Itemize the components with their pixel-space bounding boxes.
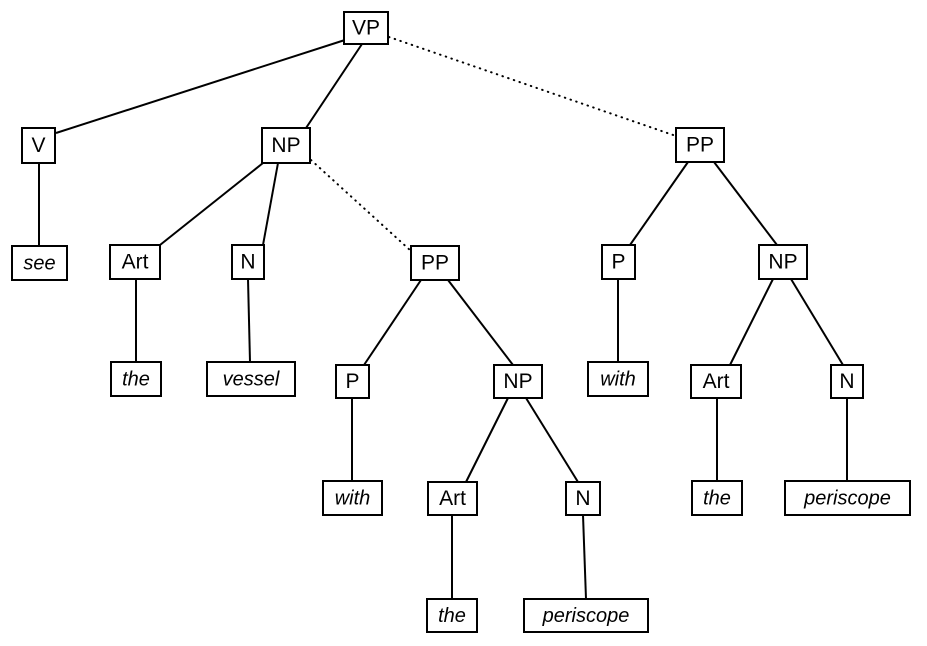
- category-node-p_mid: P: [335, 364, 370, 399]
- node-label-with_m: with: [335, 487, 371, 509]
- node-box-n_mid: [565, 481, 601, 516]
- node-label-np_mid: NP: [503, 370, 532, 393]
- leaf-node-see: see: [11, 245, 68, 281]
- node-label-v: V: [31, 134, 45, 157]
- node-box-p_right: [601, 244, 636, 280]
- node-box-pp_mid: [410, 245, 460, 281]
- node-box-peri_r: [784, 480, 911, 516]
- node-label-np_right: NP: [768, 251, 797, 274]
- tree-edge-np_mid-to-n_mid: [525, 397, 579, 483]
- tree-edge-vp-to-pp_right: [388, 36, 677, 137]
- category-node-np_right: NP: [758, 244, 808, 280]
- category-node-art_mid: Art: [427, 481, 478, 516]
- tree-edge-np1-to-art1: [159, 162, 264, 246]
- node-box-n1: [231, 244, 265, 280]
- node-label-pp_mid: PP: [421, 252, 449, 275]
- tree-edge-np_right-to-n_right: [790, 278, 844, 366]
- node-label-n1: N: [240, 251, 255, 274]
- node-label-peri_r: periscope: [803, 487, 891, 509]
- node-label-p_right: P: [611, 251, 625, 274]
- tree-edge-vp-to-np1: [305, 43, 363, 129]
- category-node-art_right: Art: [690, 364, 742, 399]
- node-box-vp: [343, 11, 389, 45]
- node-label-art1: Art: [122, 251, 149, 274]
- node-label-see: see: [23, 252, 55, 274]
- node-box-the_m: [426, 598, 478, 633]
- node-label-art_right: Art: [703, 370, 730, 393]
- node-box-np_mid: [493, 364, 543, 399]
- leaf-node-with_m: with: [322, 480, 383, 516]
- node-box-p_mid: [335, 364, 370, 399]
- node-box-the_r: [691, 480, 743, 516]
- node-label-pp_right: PP: [686, 134, 714, 157]
- node-box-with_m: [322, 480, 383, 516]
- node-label-n_right: N: [839, 370, 854, 393]
- category-node-np1: NP: [261, 127, 311, 164]
- category-node-pp_right: PP: [675, 127, 725, 163]
- node-box-the1: [110, 361, 162, 397]
- category-node-p_right: P: [601, 244, 636, 280]
- tree-edge-pp_mid-to-np_mid: [447, 279, 514, 366]
- category-node-n_right: N: [830, 364, 864, 399]
- category-node-pp_mid: PP: [410, 245, 460, 281]
- category-node-n1: N: [231, 244, 265, 280]
- node-box-np_right: [758, 244, 808, 280]
- node-label-vp: VP: [352, 17, 380, 40]
- leaf-node-with_r: with: [587, 361, 649, 397]
- node-label-the_r: the: [703, 487, 731, 509]
- node-box-n_right: [830, 364, 864, 399]
- node-label-vessel: vessel: [223, 368, 280, 390]
- tree-edge-np_right-to-art_right: [729, 278, 774, 366]
- tree-edge-n_mid-to-peri_m: [582, 514, 587, 600]
- category-node-n_mid: N: [565, 481, 601, 516]
- node-label-np1: NP: [271, 134, 300, 157]
- node-box-see: [11, 245, 68, 281]
- node-label-p_mid: P: [345, 370, 359, 393]
- node-box-peri_m: [523, 598, 649, 633]
- tree-edge-pp_mid-to-p_mid: [363, 279, 422, 366]
- node-label-peri_m: periscope: [542, 605, 630, 627]
- node-label-art_mid: Art: [439, 487, 466, 510]
- tree-edge-pp_right-to-np_right: [713, 161, 778, 246]
- node-label-the1: the: [122, 368, 150, 390]
- tree-edge-pp_right-to-p_right: [629, 161, 689, 246]
- leaf-node-peri_m: periscope: [523, 598, 649, 633]
- category-node-v: V: [21, 127, 56, 164]
- tree-edge-vp-to-v: [55, 38, 349, 134]
- category-node-art1: Art: [109, 244, 161, 280]
- category-node-np_mid: NP: [493, 364, 543, 399]
- node-box-pp_right: [675, 127, 725, 163]
- node-label-the_m: the: [438, 605, 466, 627]
- tree-edge-np1-to-n1: [262, 162, 279, 246]
- tree-edge-np_mid-to-art_mid: [465, 397, 509, 483]
- leaf-node-the_r: the: [691, 480, 743, 516]
- node-box-vessel: [206, 361, 296, 397]
- edge-layer: [38, 36, 848, 600]
- node-box-art_mid: [427, 481, 478, 516]
- node-box-art1: [109, 244, 161, 280]
- category-node-vp: VP: [343, 11, 389, 45]
- node-box-np1: [261, 127, 311, 164]
- leaf-node-peri_r: periscope: [784, 480, 911, 516]
- leaf-node-vessel: vessel: [206, 361, 296, 397]
- leaf-node-the_m: the: [426, 598, 478, 633]
- tree-edge-n1-to-vessel: [247, 278, 251, 363]
- tree-edge-np1-to-pp_mid: [310, 159, 412, 252]
- node-box-v: [21, 127, 56, 164]
- node-label-n_mid: N: [575, 487, 590, 510]
- leaf-node-the1: the: [110, 361, 162, 397]
- node-label-with_r: with: [600, 368, 636, 390]
- node-box-with_r: [587, 361, 649, 397]
- node-box-art_right: [690, 364, 742, 399]
